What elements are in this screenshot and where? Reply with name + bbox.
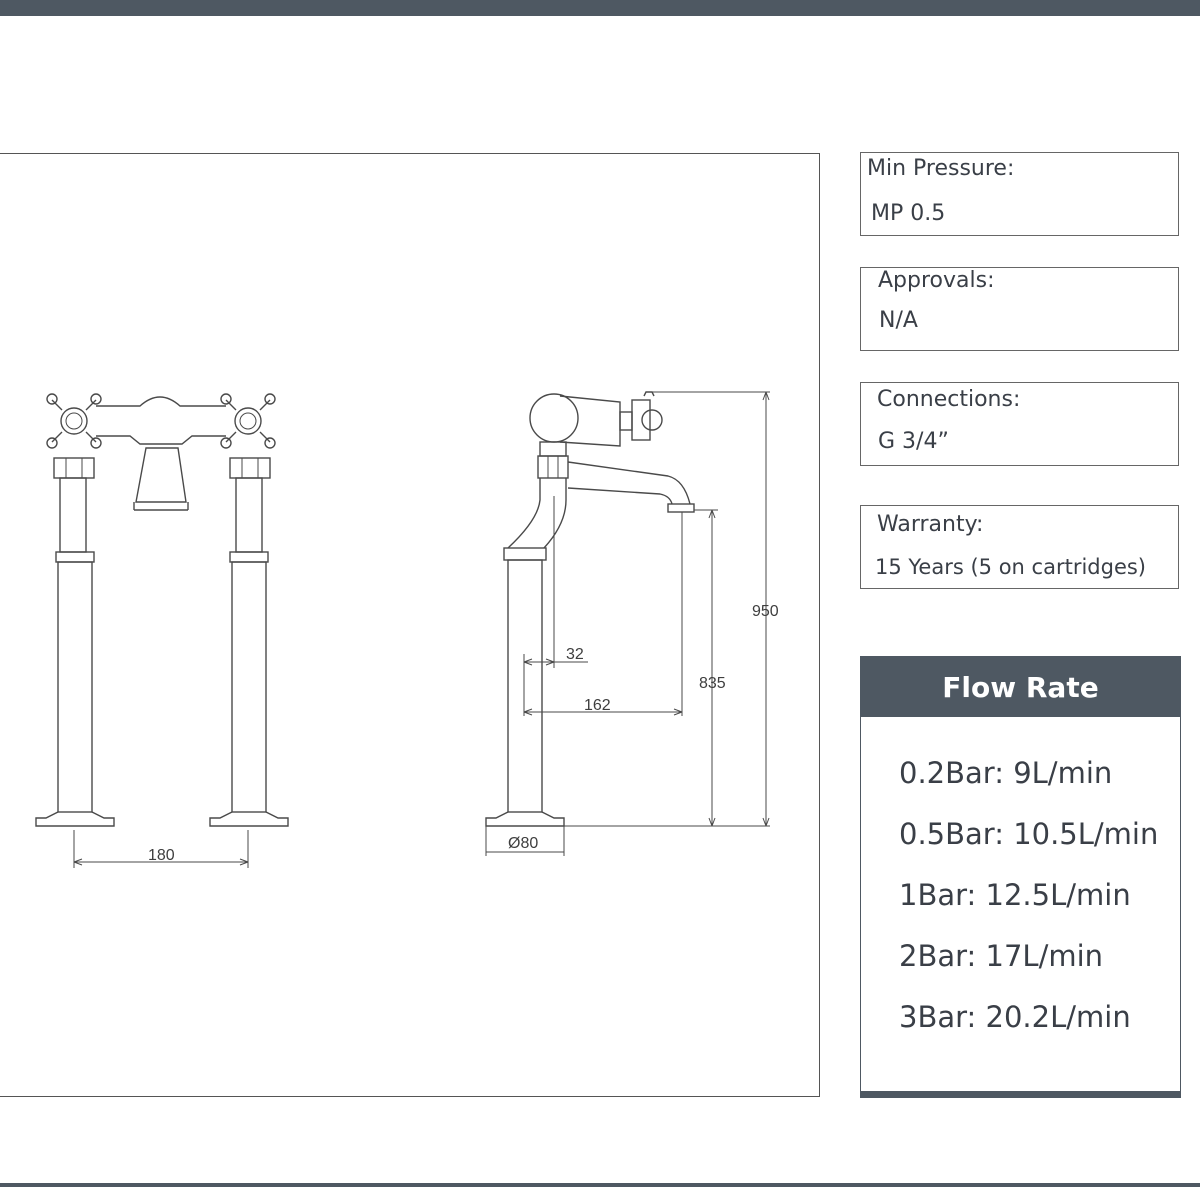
bottom-divider [0, 1183, 1200, 1187]
technical-drawing-frame [0, 153, 820, 1097]
side-view: Ø80 32 162 835 950 [485, 391, 779, 856]
flow-rate-title: Flow Rate [861, 657, 1180, 717]
warranty-value: 15 Years (5 on cartridges) [875, 555, 1147, 579]
flow-rate-item: 3Bar: 20.2L/min [899, 1000, 1131, 1034]
dimension-overall-height-label: 950 [752, 603, 779, 620]
dimension-base-diameter-label: Ø80 [508, 835, 538, 852]
dimension-spacing-label: 180 [148, 847, 175, 864]
flow-rate-footer-bar [861, 1091, 1180, 1097]
flow-rate-panel: Flow Rate 0.2Bar: 9L/min 0.5Bar: 10.5L/m… [860, 656, 1181, 1098]
approvals-label: Approvals: [878, 268, 995, 293]
connections-value: G 3/4” [878, 429, 949, 454]
min-pressure-box: Min Pressure: MP 0.5 [860, 152, 1179, 236]
flow-rate-item: 0.2Bar: 9L/min [899, 756, 1113, 790]
flow-rate-item: 0.5Bar: 10.5L/min [899, 817, 1159, 851]
right-cross-handle [220, 393, 276, 449]
warranty-box: Warranty: 15 Years (5 on cartridges) [860, 505, 1179, 589]
warranty-label: Warranty: [877, 512, 984, 537]
approvals-value: N/A [879, 308, 918, 333]
flow-rate-item: 2Bar: 17L/min [899, 939, 1104, 973]
technical-drawing: 180 Ø80 32 [35, 391, 779, 868]
dimension-reach-label: 162 [584, 697, 611, 714]
dimension-offset-label: 32 [566, 646, 584, 663]
min-pressure-value: MP 0.5 [871, 201, 946, 226]
front-view: 180 [35, 393, 289, 868]
flow-rate-item: 1Bar: 12.5L/min [899, 878, 1131, 912]
min-pressure-label: Min Pressure: [867, 156, 1015, 181]
connections-label: Connections: [877, 387, 1021, 412]
connections-box: Connections: G 3/4” [860, 382, 1179, 466]
left-cross-handle [46, 393, 102, 449]
top-header-bar [0, 0, 1200, 16]
approvals-box: Approvals: N/A [860, 267, 1179, 351]
dimension-spout-height-label: 835 [699, 675, 726, 692]
